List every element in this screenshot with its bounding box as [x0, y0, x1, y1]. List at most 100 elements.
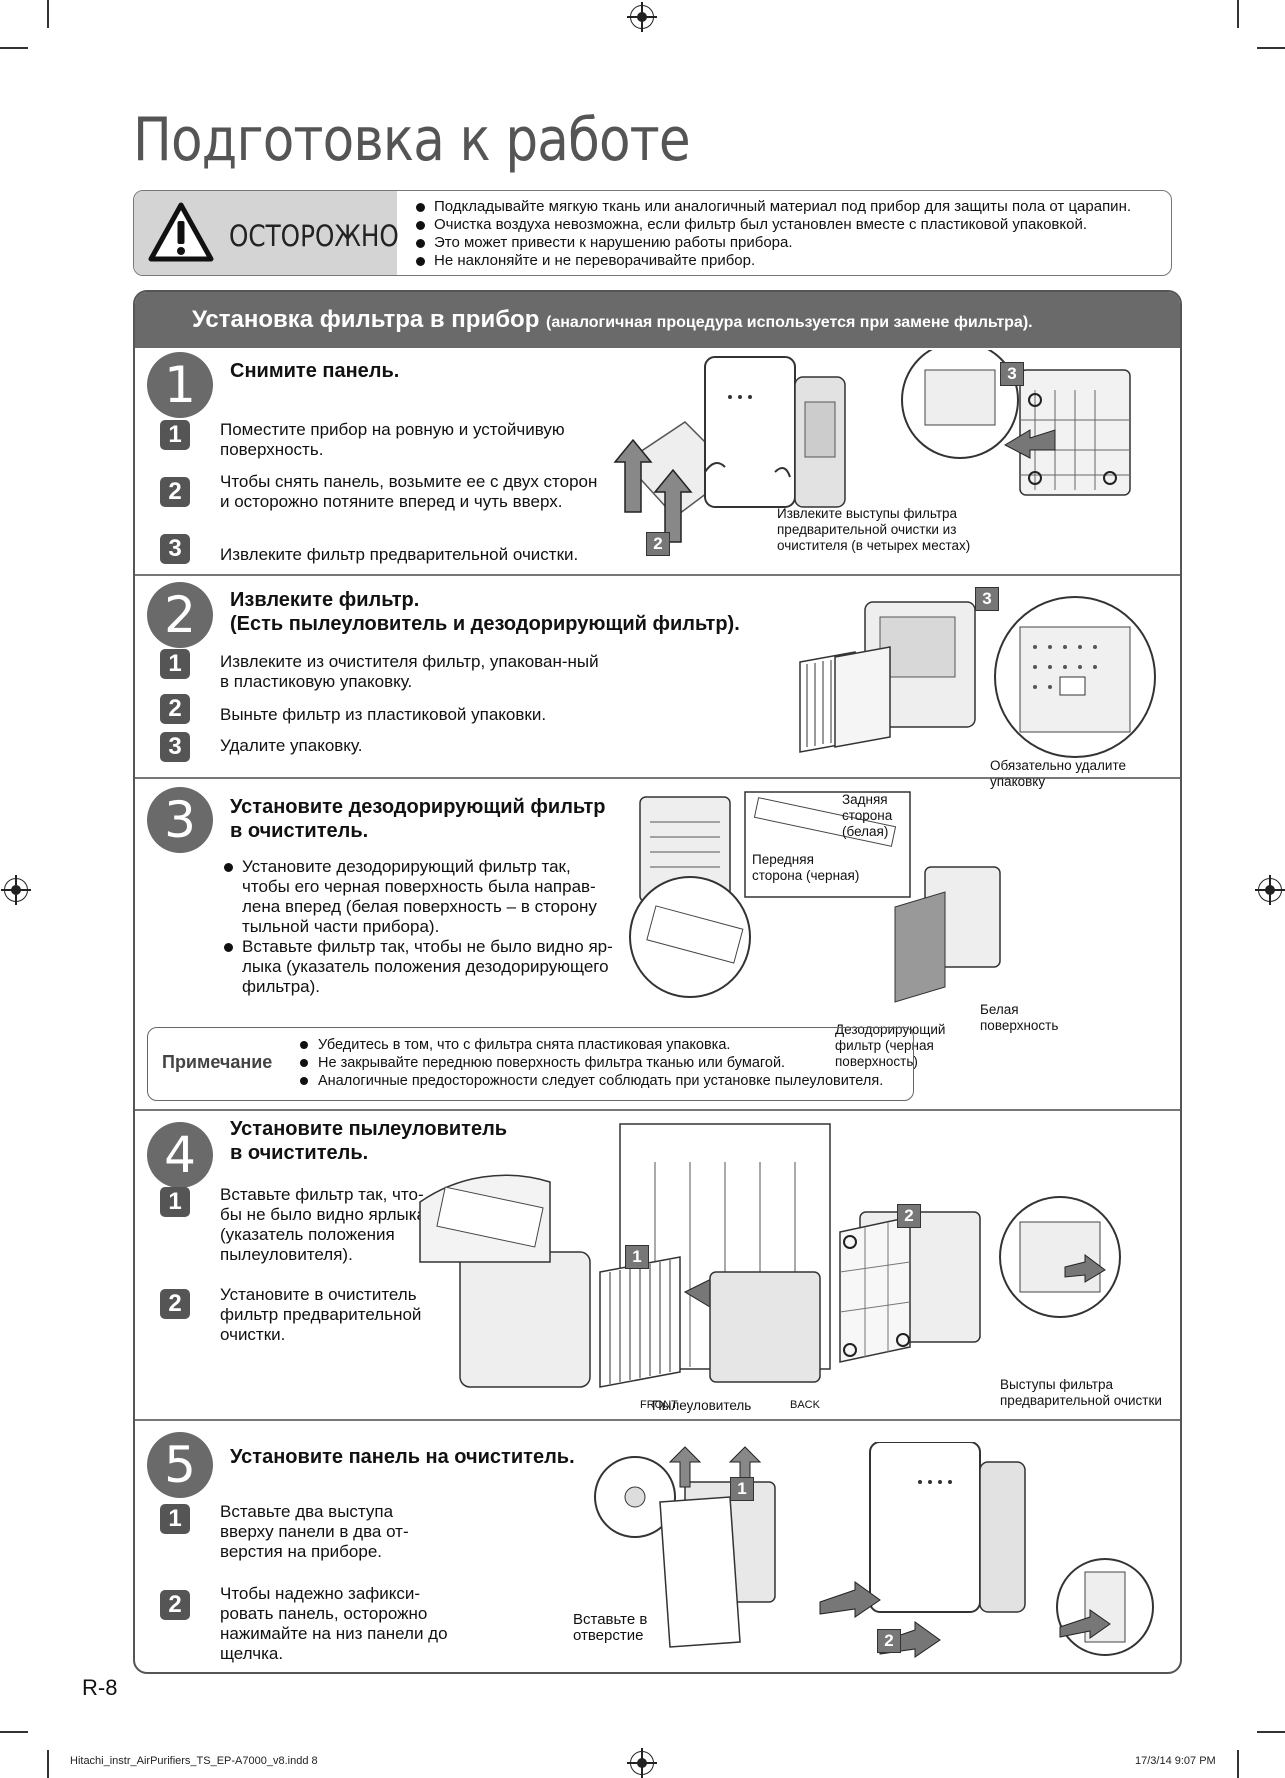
substep-badge: 2 [160, 1590, 190, 1620]
label-insert-hole: Вставьте в отверстие [573, 1611, 648, 1644]
back-tag: BACK [790, 1399, 820, 1411]
label-dust-filter: Пылеуловитель [652, 1398, 752, 1413]
section-header: Установка фильтра в прибор (аналогичная … [135, 292, 1180, 348]
caution-header: ОСТОРОЖНО [134, 191, 399, 275]
step-divider [135, 574, 1180, 576]
filter-install-panel: Установка фильтра в прибор (аналогичная … [133, 290, 1182, 1674]
substep-badge: 1 [160, 649, 190, 679]
section-subtitle: (аналогичная процедура используется при … [546, 314, 1033, 331]
label-deo-filter: Дезодорирующий фильтр (черная поверхност… [835, 1022, 946, 1069]
substep-text: Выньте фильтр из пластиковой упаковки. [220, 705, 547, 724]
figure-badge: 2 [646, 532, 670, 556]
remove-panel-illustration [613, 356, 846, 543]
caution-list: Подкладывайте мягкую ткань или аналогичн… [412, 198, 1131, 270]
crop-mark [1237, 1750, 1239, 1778]
substep-text: Вставьте два выступа вверху панели в два… [220, 1502, 409, 1561]
note-item: Не закрывайте переднюю поверхность фильт… [296, 1054, 883, 1072]
figure-badge: 3 [975, 587, 999, 611]
crop-mark [0, 1731, 28, 1733]
remove-packaging-caption: Обязательно удалите упаковку [990, 758, 1127, 789]
substep-badge: 2 [160, 694, 190, 724]
note-item: Аналогичные предосторожности следует соб… [296, 1072, 883, 1090]
figure-badge: 1 [625, 1245, 649, 1269]
registration-mark-icon [627, 2, 657, 32]
label-front-side: Передняя сторона (черная) [752, 852, 860, 883]
substep-text: Извлеките фильтр предварительной очистки… [220, 545, 579, 564]
step-number: 4 [147, 1122, 213, 1188]
step-title: Установите панель на очиститель. [230, 1446, 575, 1468]
substep-text: Чтобы надежно зафикси-ровать панель, ост… [220, 1584, 448, 1663]
deo-filter-bullets: Установите дезодорирующий фильтр так, чт… [220, 857, 620, 997]
substep-badge: 2 [160, 1289, 190, 1319]
bullet-item: Установите дезодорирующий фильтр так, чт… [220, 857, 620, 937]
caution-item: Не наклоняйте и не переворачивайте прибо… [412, 252, 1131, 270]
substep-text: Поместите прибор на ровную и устойчивую … [220, 420, 565, 459]
step-divider [135, 1419, 1180, 1421]
figure-badge: 1 [730, 1477, 754, 1501]
step-title: Установите пылеуловитель [230, 1118, 508, 1140]
crop-mark [47, 1750, 49, 1778]
note-label: Примечание [162, 1052, 273, 1072]
caution-item: Подкладывайте мягкую ткань или аналогичн… [412, 198, 1131, 216]
page-title: Подготовка к работе [133, 105, 691, 175]
crop-mark [1257, 47, 1285, 49]
dust-filter-illustration [419, 1123, 1121, 1388]
registration-mark-icon [1255, 875, 1285, 905]
caution-item: Это может привести к нарушению работы пр… [412, 234, 1131, 252]
step-divider [135, 1109, 1180, 1111]
step-title: Извлеките фильтр. [230, 589, 420, 611]
figure-badge: 2 [877, 1629, 901, 1653]
step-number: 5 [147, 1432, 213, 1498]
figure-badge: 3 [1000, 362, 1024, 386]
note-box: Примечание Убедитесь в том, что с фильтр… [147, 1027, 914, 1101]
crop-mark [1237, 0, 1239, 28]
warning-icon [148, 202, 214, 262]
remove-filter-illustration [799, 596, 1156, 758]
note-list: Убедитесь в том, что с фильтра снята пла… [296, 1036, 883, 1090]
label-white-surface: Белая поверхность [980, 1002, 1059, 1033]
substep-text: Удалите упаковку. [220, 736, 363, 755]
substep-text: Извлеките из очистителя фильтр, упакован… [220, 652, 599, 691]
substep-text: Установите в очиститель фильтр предварит… [220, 1285, 422, 1344]
figure-badge: 2 [897, 1204, 921, 1228]
registration-mark-icon [627, 1748, 657, 1778]
caution-box: ОСТОРОЖНО Подкладывайте мягкую ткань или… [133, 190, 1172, 276]
substep-text: Вставьте фильтр так, что-бы не было видн… [220, 1185, 426, 1264]
step-number: 1 [147, 352, 213, 418]
step-title-line2: (Есть пылеуловитель и дезодорирующий фил… [230, 613, 740, 635]
crop-mark [1257, 1731, 1285, 1733]
step-divider [135, 777, 1180, 779]
substep-badge: 2 [160, 477, 190, 507]
caution-label: ОСТОРОЖНО [229, 219, 399, 253]
step-title-line2: в очиститель. [230, 820, 369, 842]
label-back-side: Задняя сторона (белая) [842, 792, 893, 839]
step-number: 3 [147, 787, 213, 853]
footer-file: Hitachi_instr_AirPurifiers_TS_EP-A7000_v… [70, 1755, 318, 1767]
attach-panel-illustration [594, 1442, 1154, 1658]
substep-badge: 3 [160, 732, 190, 762]
substep-badge: 3 [160, 534, 190, 564]
substep-badge: 1 [160, 1504, 190, 1534]
step-title-line2: в очиститель. [230, 1142, 369, 1164]
front-tag: FRONT [640, 1399, 678, 1411]
step-number: 2 [147, 582, 213, 648]
footer-date: 17/3/14 9:07 PM [1135, 1755, 1216, 1767]
deodorizing-filter-illustration [629, 791, 1001, 1003]
bullet-item: Вставьте фильтр так, чтобы не было видно… [220, 937, 620, 997]
step-title: Установите дезодорирующий фильтр [230, 796, 606, 818]
section-title: Установка фильтра в прибор (аналогичная … [192, 306, 1033, 334]
section-title-main: Установка фильтра в прибор [192, 306, 540, 333]
substep-badge: 1 [160, 1187, 190, 1217]
note-item: Убедитесь в том, что с фильтра снята пла… [296, 1036, 883, 1054]
registration-mark-icon [1, 875, 31, 905]
crop-mark [47, 0, 49, 28]
page-number: R-8 [82, 1675, 118, 1700]
substep-badge: 1 [160, 420, 190, 450]
step-title: Снимите панель. [230, 360, 400, 382]
prefilter-caption: Извлеките выступы фильтра предварительно… [777, 506, 971, 553]
substep-text: Чтобы снять панель, возьмите ее с двух с… [220, 472, 598, 511]
prefilter-removal-illustration [901, 350, 1131, 496]
crop-mark [0, 47, 28, 49]
caution-item: Очистка воздуха невозможна, если фильтр … [412, 216, 1131, 234]
label-prefilter-tabs: Выступы фильтра предварительной очистки [1000, 1377, 1162, 1408]
